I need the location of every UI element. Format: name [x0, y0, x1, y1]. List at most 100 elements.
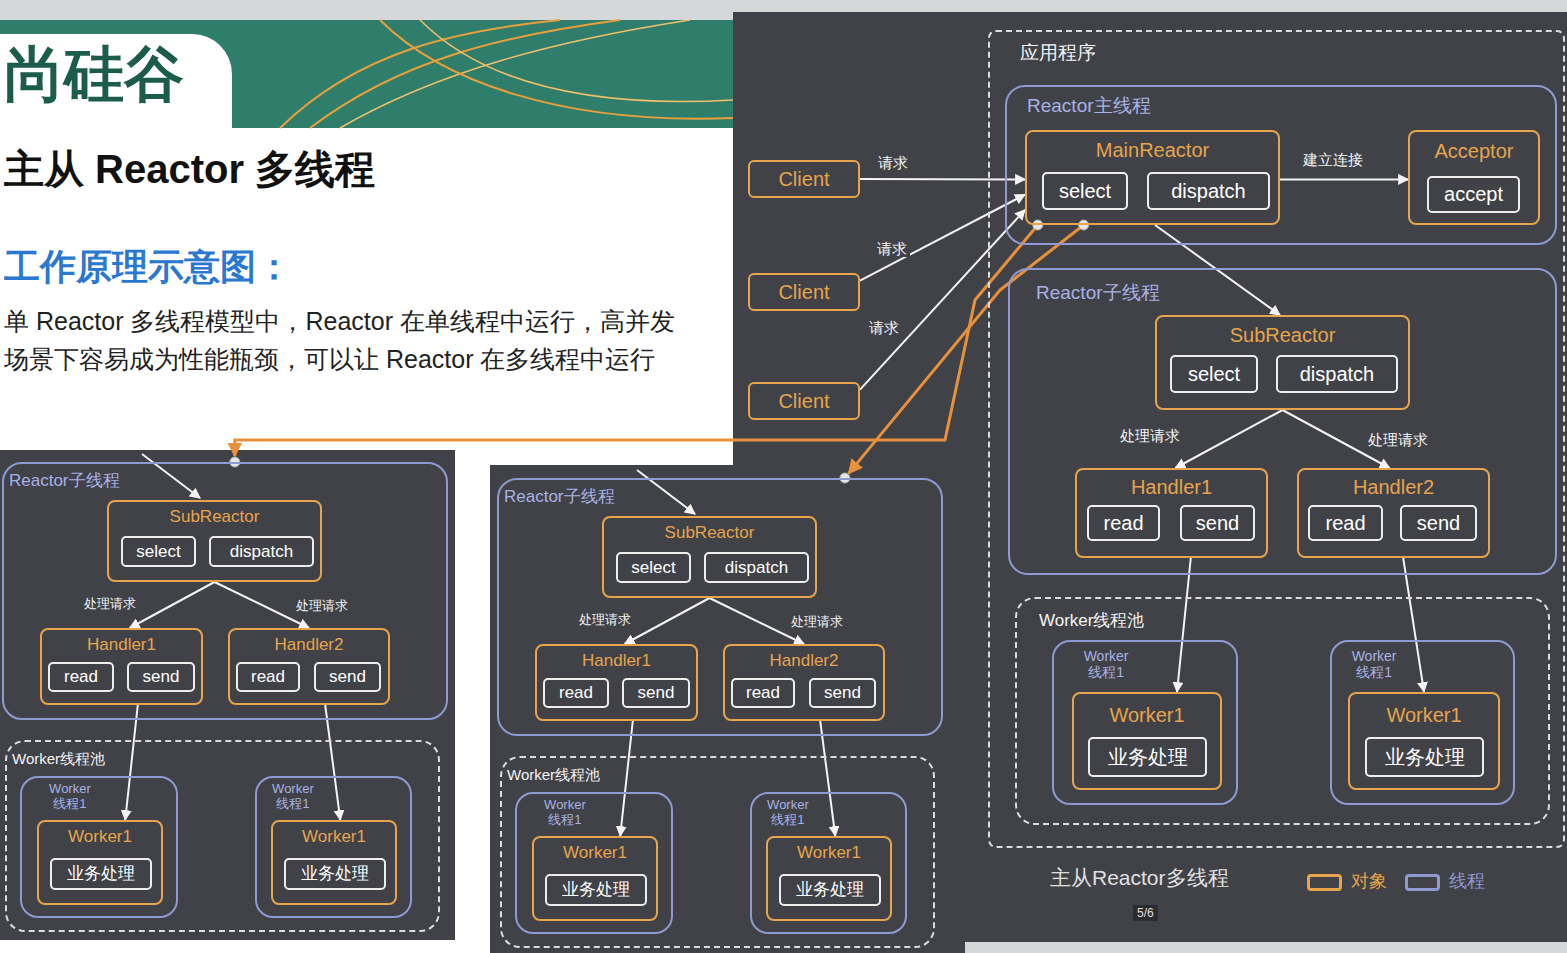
method-box-text: send [1417, 512, 1460, 535]
object-box: Worker1业务处理 [37, 820, 163, 905]
object-box: Handler1readsend [1075, 468, 1268, 558]
method-box: dispatch [704, 552, 809, 583]
object-box: SubReactor select dispatch [107, 500, 322, 582]
method-box: 业务处理 [779, 874, 881, 906]
method-box: read [543, 678, 609, 708]
logo-text: 尚硅谷 [4, 41, 184, 108]
method-box-text: select [1188, 363, 1240, 386]
edge-label-holder: 处理请求 [81, 594, 139, 612]
connector-dot [1079, 220, 1089, 230]
thread-frame: Reactor主线程MainReactorselectdispatchAccep… [1005, 85, 1557, 245]
method-box-text: read [746, 683, 780, 703]
header-curve [280, 20, 560, 128]
edge-label-holder: 处理请求 [293, 596, 351, 614]
logo-text-holder: 尚硅谷 [4, 40, 184, 109]
method-box: dispatch [1276, 355, 1398, 393]
method-box: read [1087, 505, 1160, 541]
object-box: Worker1 业务处理 [1072, 692, 1222, 790]
connector [1175, 410, 1282, 468]
object-box: Handler2 read send [723, 644, 885, 721]
worker-pool-frame-text: Worker线程池 [12, 750, 438, 767]
method-box: select [616, 552, 691, 583]
thread-frame: Reactor子线程SubReactorselectdispatchHandle… [2, 462, 448, 720]
header-curve [420, 20, 733, 102]
object-box-text: Handler1 [537, 651, 696, 671]
legend-text-holder: 线程 [1449, 871, 1485, 892]
method-box-text: select [631, 558, 675, 578]
edge-label: 处理请求 [1365, 431, 1431, 448]
connector [1155, 225, 1280, 315]
object-box: Acceptoraccept [1408, 130, 1540, 225]
object-box-text: Worker1 [1074, 704, 1220, 727]
edge-label-holder: 建立连接 [1300, 151, 1366, 169]
method-box-text: send [824, 683, 861, 703]
connector [1403, 558, 1424, 692]
method-box: dispatch [209, 536, 314, 567]
object-box: Handler2readsend [1297, 468, 1490, 558]
section-heading-holder: 工作原理示意图： [4, 246, 292, 287]
method-box-text: send [329, 667, 366, 687]
method-box-text: select [136, 542, 180, 562]
edge-label: 请求 [866, 319, 902, 336]
thread-dispatch-arrow [849, 225, 1084, 473]
method-box-text: send [638, 683, 675, 703]
method-box: read [48, 662, 114, 692]
method-box-text: 业务处理 [1108, 746, 1188, 769]
object-box-text: Handler2 [1299, 476, 1488, 499]
edge-label-holder: 处理请求 [788, 612, 846, 630]
object-box-text: Worker1 [273, 827, 395, 847]
method-box: send [314, 662, 381, 692]
object-box-text: Handler2 [725, 651, 883, 671]
object-box-text: SubReactor [109, 507, 320, 527]
method-box: send [127, 662, 195, 692]
object-box-text: Handler1 [42, 635, 201, 655]
worker-pool-frame-text: Worker线程池 [1039, 611, 1548, 631]
thread-frame-text: Reactor子线程 [504, 487, 941, 507]
slide-title-holder: 主从 Reactor 多线程 [4, 146, 375, 192]
object-box-text: Worker1 [534, 843, 656, 863]
worker-pool-frame-text: Worker线程池 [507, 766, 933, 783]
legend-text-holder: 对象 [1351, 871, 1387, 892]
worker-thread-frame: Worker 线程1Worker1业务处理 [515, 792, 673, 934]
connector [860, 178, 1025, 180]
connector [1177, 558, 1191, 692]
worker-thread-frame-text: Worker 线程1 [760, 798, 816, 828]
thread-frame: Reactor子线程SubReactorselectdispatchHandle… [1008, 268, 1557, 575]
method-box-text: send [143, 667, 180, 687]
method-box-text: select [1059, 180, 1111, 203]
method-box-text: read [251, 667, 285, 687]
header-curve [380, 20, 733, 119]
object-box-text: SubReactor [604, 523, 815, 543]
worker-pool-frame: Worker线程池Worker 线程1Worker1业务处理Worker 线程1… [500, 756, 935, 948]
worker-thread-frame: Worker 线程1Worker1业务处理 [1330, 640, 1515, 805]
logo-panel [0, 34, 232, 128]
object-box-text: Worker1 [768, 843, 890, 863]
edge-label-holder: 处理请求 [576, 610, 634, 628]
method-box: read [236, 662, 300, 692]
thread-dispatch-arrow [235, 225, 1038, 456]
edge-label: 处理请求 [81, 596, 139, 611]
method-box-text: dispatch [230, 542, 293, 562]
connector [625, 598, 710, 644]
object-box-text: Handler2 [230, 635, 388, 655]
method-box: send [622, 678, 690, 708]
worker-pool-frame: Worker线程池 Worker 线程1Worker1业务处理Worker 线程1… [5, 740, 440, 932]
worker-thread-frame-text: Worker 线程1 [42, 782, 98, 812]
object-box: SubReactorselectdispatch [1155, 315, 1410, 410]
worker-thread-frame: Worker 线程1Worker1业务处理 [1052, 640, 1238, 805]
method-box-text: accept [1444, 183, 1503, 206]
connector [620, 721, 633, 836]
body-text: 单 Reactor 多线程模型中，Reactor 在单线程中运行，高并发场景下容… [4, 302, 694, 378]
edge-label: 处理请求 [1117, 427, 1183, 444]
edge-label-holder: 处理请求 [1117, 427, 1183, 445]
client-box-text: Client [778, 168, 829, 191]
method-box-text: send [1196, 512, 1239, 535]
worker-thread-frame: Worker 线程1Worker1业务处理 [20, 776, 178, 918]
legend-swatch [1307, 874, 1342, 891]
method-box-text: dispatch [1171, 180, 1246, 203]
entry-arrow [637, 470, 695, 514]
method-box-text: read [559, 683, 593, 703]
header-curve [310, 20, 620, 128]
connector [820, 721, 835, 836]
edge-label: 建立连接 [1300, 151, 1366, 168]
